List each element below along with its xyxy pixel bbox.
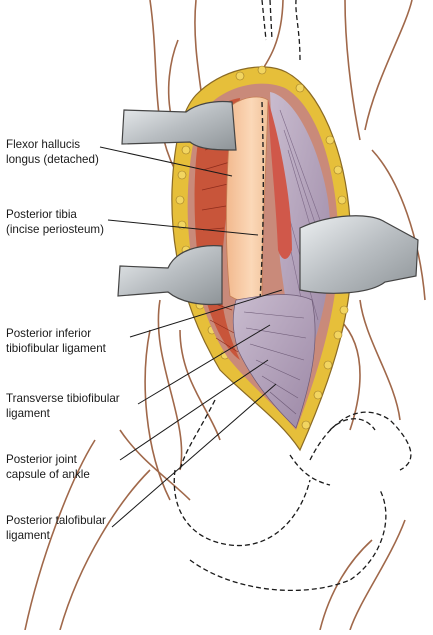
- periosteum-incision: [259, 101, 265, 301]
- label-flexor-hallucis-longus: Flexor hallucis longus (detached): [6, 137, 99, 167]
- label-line: Posterior joint: [6, 453, 77, 466]
- label-line: Posterior tibia: [6, 208, 77, 221]
- label-line: (incise periosteum): [6, 223, 104, 236]
- retractor-right: [299, 215, 419, 294]
- label-line: Transverse tibiofibular: [6, 392, 120, 405]
- label-posterior-inferior-tibiofibular-ligament: Posterior inferior tibiofibular ligament: [6, 326, 106, 356]
- label-line: tibiofibular ligament: [6, 342, 106, 355]
- dashed-outlines: [173, 0, 412, 592]
- label-line: ligament: [6, 529, 50, 542]
- label-line: capsule of ankle: [6, 468, 90, 481]
- label-line: Posterior inferior: [6, 327, 92, 340]
- label-transverse-tibiofibular-ligament: Transverse tibiofibular ligament: [6, 391, 120, 421]
- label-line: longus (detached): [6, 153, 99, 166]
- retractor-lower-left: [117, 245, 223, 306]
- label-posterior-joint-capsule: Posterior joint capsule of ankle: [6, 452, 90, 482]
- retractor-upper-left: [121, 100, 237, 151]
- label-posterior-tibia: Posterior tibia (incise periosteum): [6, 207, 104, 237]
- red-muscle-strip: [268, 100, 292, 259]
- label-line: Flexor hallucis: [6, 138, 81, 151]
- leader-lines: [99, 146, 283, 528]
- label-line: ligament: [6, 407, 50, 420]
- label-line: Posterior talofibular: [6, 514, 106, 527]
- skin-outlines: [24, 0, 426, 631]
- label-posterior-talofibular-ligament: Posterior talofibular ligament: [6, 513, 106, 543]
- lower-ligaments: [232, 294, 316, 429]
